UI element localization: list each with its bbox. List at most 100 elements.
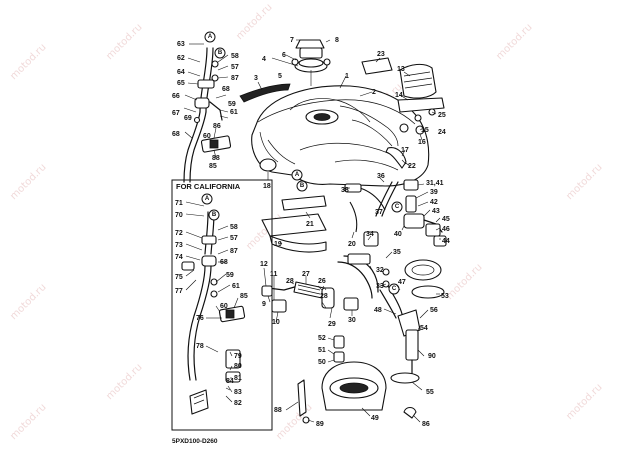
marker-c-text: C [392, 286, 397, 292]
watermark-text: motod.ru [8, 282, 48, 322]
marker-b-text: B [212, 212, 217, 218]
part-label: 34 [366, 231, 374, 238]
part-label: 20 [348, 241, 356, 248]
part-label: 13 [397, 66, 405, 73]
breather-hose-assembly [183, 47, 232, 183]
part-label: 16 [418, 139, 426, 146]
part-label: 1 [345, 73, 349, 80]
part-label: 30 [348, 317, 356, 324]
part-label: 69 [184, 115, 192, 122]
part-label: 55 [426, 389, 434, 396]
part-label: 24 [438, 129, 446, 136]
part-label: 43 [432, 208, 440, 215]
part-label: 60 [220, 303, 228, 310]
part-label: 3 [254, 75, 258, 82]
part-label: 70 [175, 212, 183, 219]
part-label: 29 [328, 321, 336, 328]
marker-c-valve: C [391, 201, 403, 213]
part-label: 59 [228, 101, 236, 108]
part-label: 25 [438, 112, 446, 119]
part-label: 83 [234, 389, 242, 396]
part-label: 44 [442, 238, 450, 245]
part-label: 85 [240, 293, 248, 300]
marker-b-text: B [300, 183, 305, 189]
tank-pads [261, 187, 386, 253]
marker-a-text: A [295, 172, 300, 178]
watermark-text: motod.ru [444, 262, 484, 302]
part-label: 19 [274, 241, 282, 248]
marker-b-tank: B [296, 180, 308, 192]
part-label: 46 [442, 226, 450, 233]
leader-lines [183, 39, 441, 259]
part-label: 81 [234, 375, 242, 382]
california-variant-box: FOR CALIFORNIA [171, 179, 273, 431]
watermark-text: motod.ru [8, 402, 48, 442]
marker-a-tank: A [291, 169, 303, 181]
part-label: 28 [286, 278, 294, 285]
part-label: 64 [177, 69, 185, 76]
part-label: 26 [318, 278, 326, 285]
watermark-text: motod.ru [8, 42, 48, 82]
marker-c-text: C [395, 204, 400, 210]
part-label: 80 [234, 363, 242, 370]
part-label: 58 [231, 53, 239, 60]
part-label: 59 [226, 272, 234, 279]
part-label: 33 [376, 283, 384, 290]
part-label: 5 [278, 73, 282, 80]
part-label: 78 [196, 343, 204, 350]
part-label: 57 [231, 64, 239, 71]
part-label: 66 [172, 93, 180, 100]
part-label: 63 [177, 41, 185, 48]
part-label: 57 [230, 235, 238, 242]
part-label: 76 [196, 315, 204, 322]
marker-b-text: B [218, 50, 223, 56]
watermark-text: motod.ru [564, 162, 604, 202]
fuel-filter-assembly [297, 335, 417, 424]
part-label: 68 [220, 259, 228, 266]
part-label: 77 [175, 288, 183, 295]
part-label: 68 [172, 131, 180, 138]
watermark-text: motod.ru [8, 162, 48, 202]
part-label: 27 [302, 271, 310, 278]
part-label: 39 [430, 189, 438, 196]
part-label: 61 [230, 109, 238, 116]
part-label: 8 [335, 37, 339, 44]
part-label: 53 [441, 293, 449, 300]
part-label: 4 [262, 56, 266, 63]
diagram-code: 5PXD100-D260 [172, 438, 218, 445]
part-label: 51 [318, 347, 326, 354]
part-label: 45 [442, 216, 450, 223]
fuel-pump-assembly [379, 259, 445, 384]
part-label: 79 [234, 353, 242, 360]
part-label: 21 [306, 221, 314, 228]
marker-a-text: A [205, 196, 210, 202]
part-label: 23 [377, 51, 385, 58]
part-label: 68 [222, 86, 230, 93]
marker-a-text: A [208, 34, 213, 40]
watermark-text: motod.ru [104, 22, 144, 62]
watermark-text: motod.ru [564, 382, 604, 422]
part-label: 75 [175, 274, 183, 281]
part-label: 61 [232, 283, 240, 290]
part-label: 85 [209, 163, 217, 170]
part-label: 47 [398, 279, 406, 286]
part-label: 15 [421, 127, 429, 134]
part-label: 28 [320, 293, 328, 300]
part-label: 88 [274, 407, 282, 414]
part-label: 9 [262, 301, 266, 308]
part-label: 35 [393, 249, 401, 256]
marker-b-california: B [208, 209, 220, 221]
part-label: 14 [395, 92, 403, 99]
part-label: 56 [430, 307, 438, 314]
part-label: 88 [212, 155, 220, 162]
part-label: 90 [428, 353, 436, 360]
part-label: 58 [230, 224, 238, 231]
part-label: 2 [372, 89, 376, 96]
part-label: 10 [272, 319, 280, 326]
part-label: 36 [377, 173, 385, 180]
part-label: 54 [420, 325, 428, 332]
part-labels: 63 62 64 65 66 67 68 69 58 57 87 68 59 6… [172, 37, 450, 428]
tank-emblem-assembly [361, 57, 445, 169]
watermark-text: motod.ru [104, 362, 144, 402]
